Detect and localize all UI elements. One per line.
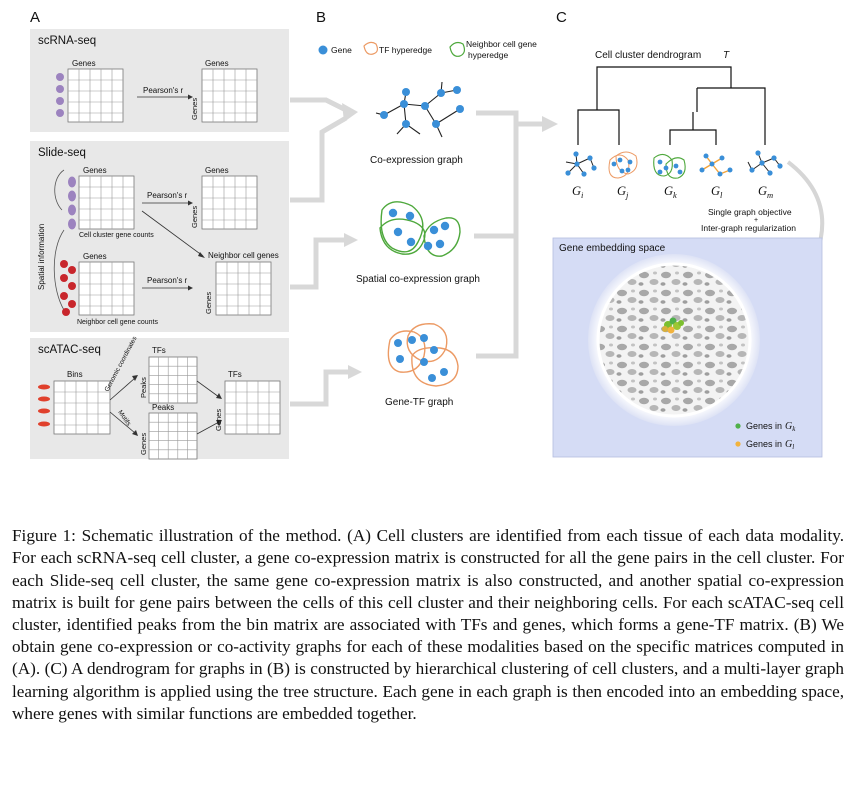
graph-label-gm: Gm	[758, 184, 773, 200]
graph-icon-gm	[747, 150, 783, 176]
neighbor-cell-gene-matrix	[78, 261, 135, 316]
panel-b-legend: Gene TF hyperedge Neighbor cell gene hyp…	[318, 39, 537, 60]
neighbor-counts-label: Neighbor cell gene counts	[77, 319, 158, 326]
legend-neighbor-line1: Neighbor cell gene	[466, 39, 537, 49]
objective-plus: +	[754, 217, 758, 224]
scrna-gene-matrix	[67, 68, 124, 123]
figure-svg: A B C scRNA-seq Genes Pearson's r Genes …	[30, 9, 825, 460]
cell-cluster-counts-label: Cell cluster gene counts	[79, 232, 154, 239]
scatac-seq-box: scATAC-seq Bins Genomic coordinates Moti…	[30, 335, 289, 460]
tfs-top-label: TFs	[152, 346, 166, 355]
atac-cells-icon	[38, 384, 50, 427]
coexpression-graph-icon	[375, 81, 464, 138]
panel-letter-a: A	[30, 9, 40, 26]
scrna-cells-icon	[56, 73, 64, 117]
dendrogram-title-text: Cell cluster dendrogram	[595, 50, 701, 61]
a-to-b-arrowheads	[342, 103, 362, 379]
tfs-right-label: TFs	[228, 370, 242, 379]
spatial-coexpr-matrix	[215, 261, 272, 316]
genes-peaks-matrix	[148, 412, 198, 460]
scrna-title: scRNA-seq	[38, 35, 96, 47]
neighbor-cells-icon	[60, 260, 76, 316]
gene-tf-graph-icon	[387, 323, 459, 387]
slide-coexpr-matrix	[201, 175, 258, 230]
dendrogram-symbol: T	[723, 50, 730, 61]
graph-icon-gi	[565, 151, 597, 177]
spatial-information-label: Spatial information	[37, 224, 46, 290]
legend-neighbor-line2: hyperedge	[468, 50, 508, 60]
gene-tf-matrix	[224, 380, 281, 435]
graph-icon-gl	[699, 153, 733, 177]
bins-label: Bins	[67, 370, 83, 379]
objective-line1: Single graph objective	[708, 207, 792, 217]
coexpression-graph-label: Co-expression graph	[370, 155, 463, 166]
scrna-coexpr-matrix	[201, 68, 258, 123]
graph-label-gi: Gi	[572, 184, 584, 200]
cell-cluster-gene-matrix	[78, 175, 135, 230]
scrna-genes-label-left: Genes	[72, 59, 96, 68]
slide-pearson-top-label: Pearson's r	[147, 191, 188, 200]
graph-icon-gk	[653, 153, 686, 179]
peaks-vertical-label: Peaks	[139, 377, 148, 398]
dendrogram	[577, 66, 766, 145]
slide-genes-label-top-left: Genes	[83, 166, 107, 175]
slide-title: Slide-seq	[38, 147, 86, 159]
atac-genes-vertical-right-label: Genes	[214, 409, 223, 431]
bins-matrix	[53, 380, 111, 435]
a-to-b-arrows	[290, 97, 350, 407]
scrna-pearson-label: Pearson's r	[143, 86, 184, 95]
peaks-top-label: Peaks	[152, 403, 174, 412]
legend-genes-k-dot	[735, 423, 741, 429]
scrna-seq-box: scRNA-seq Genes Pearson's r Genes Genes	[30, 29, 289, 132]
embedded-gene-cluster	[662, 317, 684, 334]
legend-tf-label: TF hyperedge	[379, 45, 432, 55]
slide-pearson-bottom-label: Pearson's r	[147, 276, 188, 285]
spatial-coexpression-graph-label: Spatial co-expression graph	[356, 274, 480, 285]
graph-label-gl: Gl	[711, 184, 723, 200]
graph-icon-gj	[608, 151, 638, 179]
slide-genes-label-bottom-left: Genes	[83, 252, 107, 261]
slide-genes-vertical-bottom: Genes	[204, 292, 213, 314]
slide-cells-icon	[68, 176, 76, 230]
panel-letter-b: B	[316, 9, 326, 26]
objective-line2: Inter-graph regularization	[701, 223, 796, 233]
slide-genes-label-top-right: Genes	[205, 166, 229, 175]
legend-genes-l-dot	[735, 441, 741, 447]
figure-caption: Figure 1: Schematic illustration of the …	[12, 526, 844, 723]
tf-hyperedge-legend-icon	[363, 41, 379, 55]
scrna-genes-label-right: Genes	[205, 59, 229, 68]
graph-label-gj: Gj	[617, 184, 629, 200]
embedding-point-cloud	[598, 264, 750, 416]
graph-label-gk: Gk	[664, 184, 677, 200]
peaks-tfs-matrix	[148, 356, 198, 404]
slide-genes-vertical-top: Genes	[190, 206, 199, 228]
figure-1: A B C scRNA-seq Genes Pearson's r Genes …	[30, 9, 825, 460]
neighbor-genes-label: Neighbor cell genes	[208, 251, 279, 260]
b-to-c-arrow	[474, 110, 558, 359]
gene-legend-icon	[318, 45, 328, 55]
scrna-genes-vertical: Genes	[190, 98, 199, 120]
gene-tf-graph-label: Gene-TF graph	[385, 397, 453, 408]
panel-letter-c: C	[556, 9, 567, 26]
neighbor-hyperedge-legend-icon	[449, 41, 466, 57]
graph-labels: Gi Gj Gk Gl Gm	[572, 184, 773, 200]
slide-seq-box: Slide-seq Spatial information Genes Cell…	[30, 141, 289, 332]
dendrogram-title: Cell cluster dendrogram T	[595, 50, 730, 61]
scatac-title: scATAC-seq	[38, 344, 101, 356]
embedding-title: Gene embedding space	[559, 243, 666, 254]
spatial-coexpression-graph-icon	[379, 201, 461, 257]
legend-gene-label: Gene	[331, 45, 352, 55]
atac-genes-vertical-label: Genes	[139, 433, 148, 455]
